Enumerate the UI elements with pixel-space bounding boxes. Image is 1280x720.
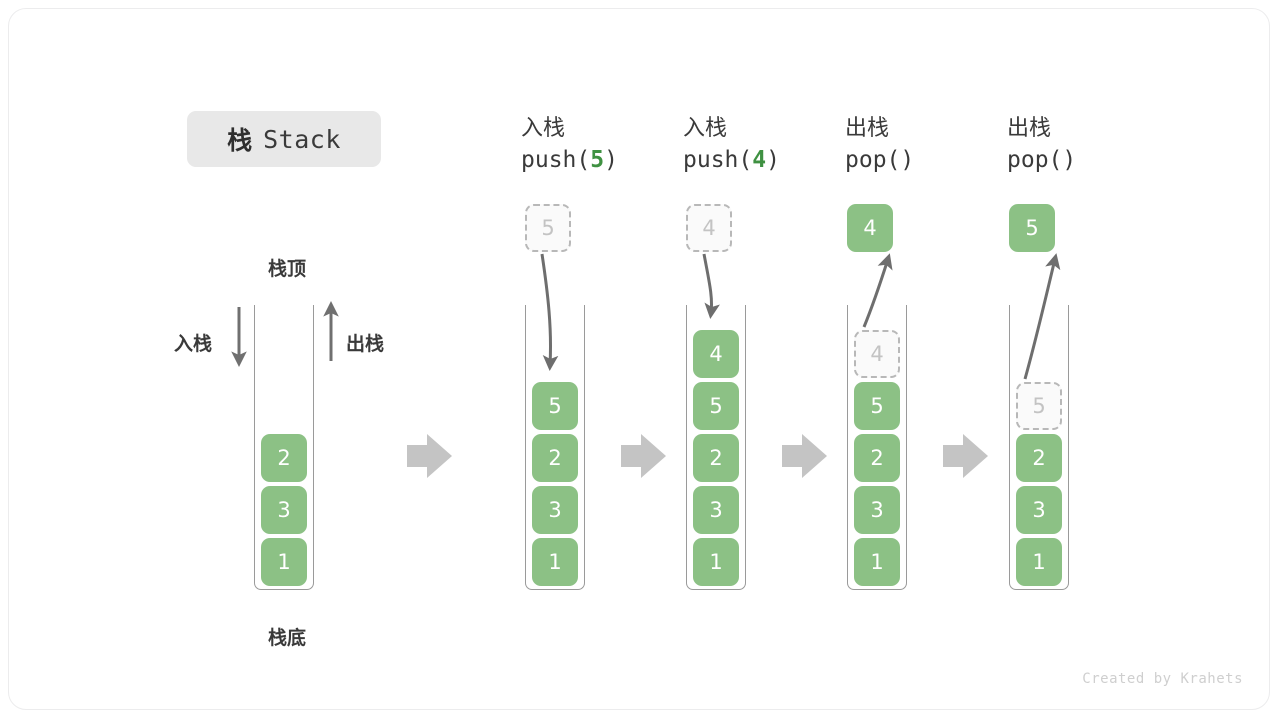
operation-header-pop-4: 出栈 pop() <box>845 113 1015 177</box>
operation-arg: 4 <box>752 147 767 173</box>
stack-cell-removed: 4 <box>854 330 900 378</box>
title-badge: 栈 Stack <box>187 111 381 167</box>
title-cn: 栈 <box>227 127 254 155</box>
stack-slots-pop-5: 1 3 2 5 <box>1010 378 1068 586</box>
diagram-card: 栈 Stack 栈顶 栈底 入栈 出栈 1 3 2 入栈 push(5) 5 1… <box>8 8 1270 710</box>
stack-cell: 4 <box>693 330 739 378</box>
stack-cell: 2 <box>693 434 739 482</box>
stack-cell: 1 <box>854 538 900 586</box>
stack-cell-removed: 5 <box>1016 382 1062 430</box>
stack-container-push-5: 1 3 2 5 <box>525 305 585 590</box>
stack-cell: 2 <box>1016 434 1062 482</box>
operation-title: 入栈 <box>683 115 728 140</box>
stack-cell: 1 <box>532 538 578 586</box>
operation-arg: 5 <box>590 147 605 173</box>
push-side-label: 入栈 <box>174 334 213 355</box>
stack-cell: 1 <box>693 538 739 586</box>
stack-cell: 2 <box>854 434 900 482</box>
stack-top-label: 栈顶 <box>268 259 307 280</box>
stack-container-push-4: 1 3 2 5 4 <box>686 305 746 590</box>
popped-element-5: 5 <box>1009 204 1055 252</box>
stack-cell: 3 <box>532 486 578 534</box>
operation-header-push-4: 入栈 push(4) <box>683 113 853 177</box>
operation-call: pop() <box>1007 147 1077 173</box>
stack-cell: 1 <box>1016 538 1062 586</box>
operation-title: 入栈 <box>521 115 566 140</box>
stack-container-pop-4: 1 3 2 5 4 <box>847 305 907 590</box>
operation-call: push(4) <box>683 147 780 173</box>
title-en: Stack <box>263 124 341 154</box>
stack-slots-pop-4: 1 3 2 5 4 <box>848 326 906 586</box>
incoming-element-5: 5 <box>525 204 571 252</box>
operation-title: 出栈 <box>1007 115 1052 140</box>
stack-cell: 5 <box>854 382 900 430</box>
popped-element-4: 4 <box>847 204 893 252</box>
operation-title: 出栈 <box>845 115 890 140</box>
stack-cell: 3 <box>854 486 900 534</box>
flow-arrow-1 <box>407 434 452 478</box>
stack-cell: 5 <box>532 382 578 430</box>
operation-call: push(5) <box>521 147 618 173</box>
stack-slots-push-4: 1 3 2 5 4 <box>687 326 745 586</box>
stack-cell: 3 <box>261 486 307 534</box>
operation-call: pop() <box>845 147 915 173</box>
stack-container-pop-5: 1 3 2 5 <box>1009 305 1069 590</box>
stack-cell: 3 <box>693 486 739 534</box>
stack-cell: 2 <box>532 434 578 482</box>
stack-cell: 3 <box>1016 486 1062 534</box>
operation-header-pop-5: 出栈 pop() <box>1007 113 1177 177</box>
stack-bottom-label: 栈底 <box>268 628 307 649</box>
stack-slots-initial: 1 3 2 <box>255 430 313 586</box>
stack-cell: 5 <box>693 382 739 430</box>
flow-arrow-4 <box>943 434 988 478</box>
diagram-stage: 栈 Stack 栈顶 栈底 入栈 出栈 1 3 2 入栈 push(5) 5 1… <box>9 9 1269 709</box>
watermark: Created by Krahets <box>1082 671 1243 687</box>
incoming-element-4: 4 <box>686 204 732 252</box>
flow-arrow-3 <box>782 434 827 478</box>
stack-slots-push-5: 1 3 2 5 <box>526 378 584 586</box>
stack-cell: 2 <box>261 434 307 482</box>
pop-side-label: 出栈 <box>346 334 385 355</box>
flow-arrow-2 <box>621 434 666 478</box>
stack-cell: 1 <box>261 538 307 586</box>
stack-container-initial: 1 3 2 <box>254 305 314 590</box>
operation-header-push-5: 入栈 push(5) <box>521 113 691 177</box>
